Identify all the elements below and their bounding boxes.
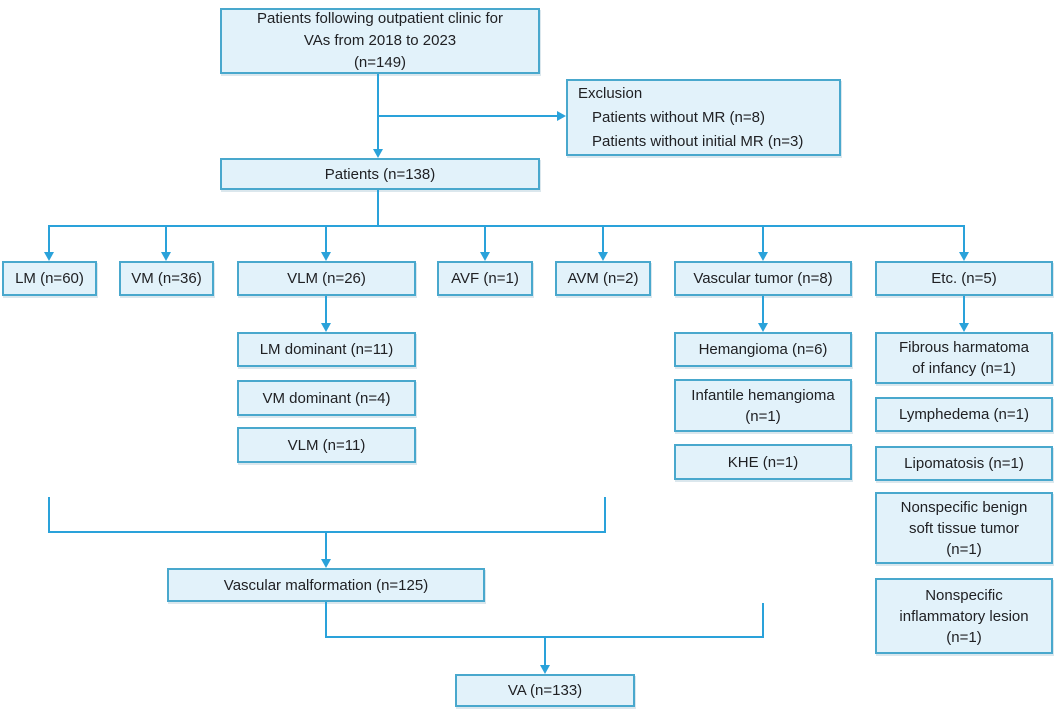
box-lipomatosis-label: Lipomatosis (n=1) bbox=[904, 455, 1024, 472]
box-avm: AVM (n=2) bbox=[555, 261, 651, 296]
connector-to-va-rail-line bbox=[325, 636, 764, 638]
connector-patients-down-line bbox=[377, 190, 379, 226]
box-source-patients-line-2: VAs from 2018 to 2023 bbox=[303, 32, 457, 49]
box-source-patients-line-1: Patients following outpatient clinic for bbox=[257, 10, 503, 27]
box-khe: KHE (n=1) bbox=[674, 444, 852, 480]
box-nonspecific-benign-line-1: Nonspecific benign bbox=[900, 498, 1028, 516]
box-vascular-malformation-label: Vascular malformation (n=125) bbox=[223, 576, 429, 594]
bracket-left-stub bbox=[48, 497, 50, 533]
connector-source-down-line bbox=[377, 74, 379, 150]
arrowhead-into-avf bbox=[480, 252, 490, 261]
arrowhead-into-va bbox=[540, 665, 550, 674]
bracket-right-stub bbox=[604, 497, 606, 533]
box-nonspecific-inflammatory-line-2: inflammatory lesion bbox=[899, 607, 1029, 625]
box-hemangioma-label: Hemangioma (n=6) bbox=[698, 341, 828, 358]
box-lipomatosis: Lipomatosis (n=1) bbox=[875, 446, 1053, 481]
drop-line-vascular-tumor bbox=[762, 225, 764, 253]
arrowhead-into-exclusion bbox=[557, 111, 566, 121]
box-vlm-label: VLM (n=26) bbox=[287, 270, 366, 287]
va-drop-line bbox=[544, 638, 546, 666]
box-fibrous-harmatoma-line-2: of infancy (n=1) bbox=[912, 360, 1016, 377]
box-exclusion-item-1: Patients without MR (n=8) bbox=[592, 108, 765, 126]
drop-line-lm bbox=[48, 225, 50, 253]
box-lm-dominant: LM dominant (n=11) bbox=[237, 332, 416, 367]
box-infantile-hemangioma: Infantile hemangioma (n=1) bbox=[674, 379, 852, 432]
box-vascular-tumor: Vascular tumor (n=8) bbox=[674, 261, 852, 296]
arrowhead-into-vascular-tumor bbox=[758, 252, 768, 261]
box-avf: AVF (n=1) bbox=[437, 261, 533, 296]
box-avf-label: AVF (n=1) bbox=[451, 270, 519, 287]
connector-vlm-children-line bbox=[325, 296, 327, 324]
bracket-line bbox=[48, 531, 606, 533]
box-lymphedema: Lymphedema (n=1) bbox=[875, 397, 1053, 432]
box-exclusion-title: Exclusion bbox=[578, 84, 643, 102]
box-nonspecific-inflammatory-line-1: Nonspecific bbox=[925, 586, 1003, 604]
box-fibrous-harmatoma: Fibrous harmatoma of infancy (n=1) bbox=[875, 332, 1053, 384]
box-nonspecific-inflammatory-line-3: (n=1) bbox=[946, 628, 982, 646]
drop-line-etc bbox=[963, 225, 965, 253]
box-lm: LM (n=60) bbox=[2, 261, 97, 296]
box-lm-label: LM (n=60) bbox=[15, 270, 84, 287]
box-vlm-sub: VLM (n=11) bbox=[237, 427, 416, 463]
box-patients-label: Patients (n=138) bbox=[324, 165, 436, 183]
box-vm-label: VM (n=36) bbox=[131, 270, 202, 287]
arrowhead-into-lm-dominant bbox=[321, 323, 331, 332]
bracket-drop-line bbox=[325, 531, 327, 560]
box-lm-dominant-label: LM dominant (n=11) bbox=[259, 341, 394, 358]
arrowhead-into-vm bbox=[161, 252, 171, 261]
arrowhead-into-vascular-malformation bbox=[321, 559, 331, 568]
drop-line-avf bbox=[484, 225, 486, 253]
connector-vt-children-line bbox=[762, 296, 764, 324]
box-etc: Etc. (n=5) bbox=[875, 261, 1053, 296]
box-va-label: VA (n=133) bbox=[507, 682, 583, 699]
arrowhead-into-hemangioma bbox=[758, 323, 768, 332]
box-nonspecific-benign-line-2: soft tissue tumor bbox=[908, 519, 1020, 537]
box-hemangioma: Hemangioma (n=6) bbox=[674, 332, 852, 367]
box-infantile-hemangioma-line-2: (n=1) bbox=[745, 407, 781, 425]
box-vm-dominant-label: VM dominant (n=4) bbox=[262, 389, 391, 407]
arrowhead-into-etc bbox=[959, 252, 969, 261]
arrowhead-into-vlm bbox=[321, 252, 331, 261]
box-vlm: VLM (n=26) bbox=[237, 261, 416, 296]
box-vlm-sub-label: VLM (n=11) bbox=[287, 436, 366, 454]
arrowhead-into-avm bbox=[598, 252, 608, 261]
box-vm: VM (n=36) bbox=[119, 261, 214, 296]
box-source-patients-line-3: (n=149) bbox=[353, 54, 407, 71]
box-khe-label: KHE (n=1) bbox=[727, 453, 799, 471]
connector-vm-down-line bbox=[325, 602, 327, 638]
box-source-patients: Patients following outpatient clinic for… bbox=[220, 8, 540, 74]
arrowhead-into-patients bbox=[373, 149, 383, 158]
box-patients: Patients (n=138) bbox=[220, 158, 540, 190]
box-nonspecific-inflammatory: Nonspecific inflammatory lesion (n=1) bbox=[875, 578, 1053, 654]
box-va: VA (n=133) bbox=[455, 674, 635, 707]
arrowhead-into-lm bbox=[44, 252, 54, 261]
box-nonspecific-benign-line-3: (n=1) bbox=[946, 540, 982, 558]
box-fibrous-harmatoma-line-1: Fibrous harmatoma bbox=[898, 339, 1030, 356]
box-vm-dominant: VM dominant (n=4) bbox=[237, 380, 416, 416]
box-vascular-tumor-label: Vascular tumor (n=8) bbox=[693, 270, 833, 287]
box-avm-label: AVM (n=2) bbox=[567, 270, 639, 287]
box-lymphedema-label: Lymphedema (n=1) bbox=[899, 406, 1029, 423]
distributor-rail-line bbox=[48, 225, 965, 227]
box-exclusion-item-2: Patients without initial MR (n=3) bbox=[592, 132, 804, 150]
connector-tumor-stub-line bbox=[762, 603, 764, 638]
box-exclusion: Exclusion Patients without MR (n=8) Pati… bbox=[566, 79, 841, 156]
drop-line-vlm bbox=[325, 225, 327, 253]
drop-line-vm bbox=[165, 225, 167, 253]
box-infantile-hemangioma-line-1: Infantile hemangioma bbox=[691, 386, 835, 404]
connector-etc-children-line bbox=[963, 296, 965, 324]
drop-line-avm bbox=[602, 225, 604, 253]
connector-exclusion-branch-line bbox=[378, 115, 558, 117]
box-vascular-malformation: Vascular malformation (n=125) bbox=[167, 568, 485, 602]
box-etc-label: Etc. (n=5) bbox=[931, 270, 997, 287]
box-nonspecific-benign: Nonspecific benign soft tissue tumor (n=… bbox=[875, 492, 1053, 564]
arrowhead-into-fibrous-harmatoma bbox=[959, 323, 969, 332]
